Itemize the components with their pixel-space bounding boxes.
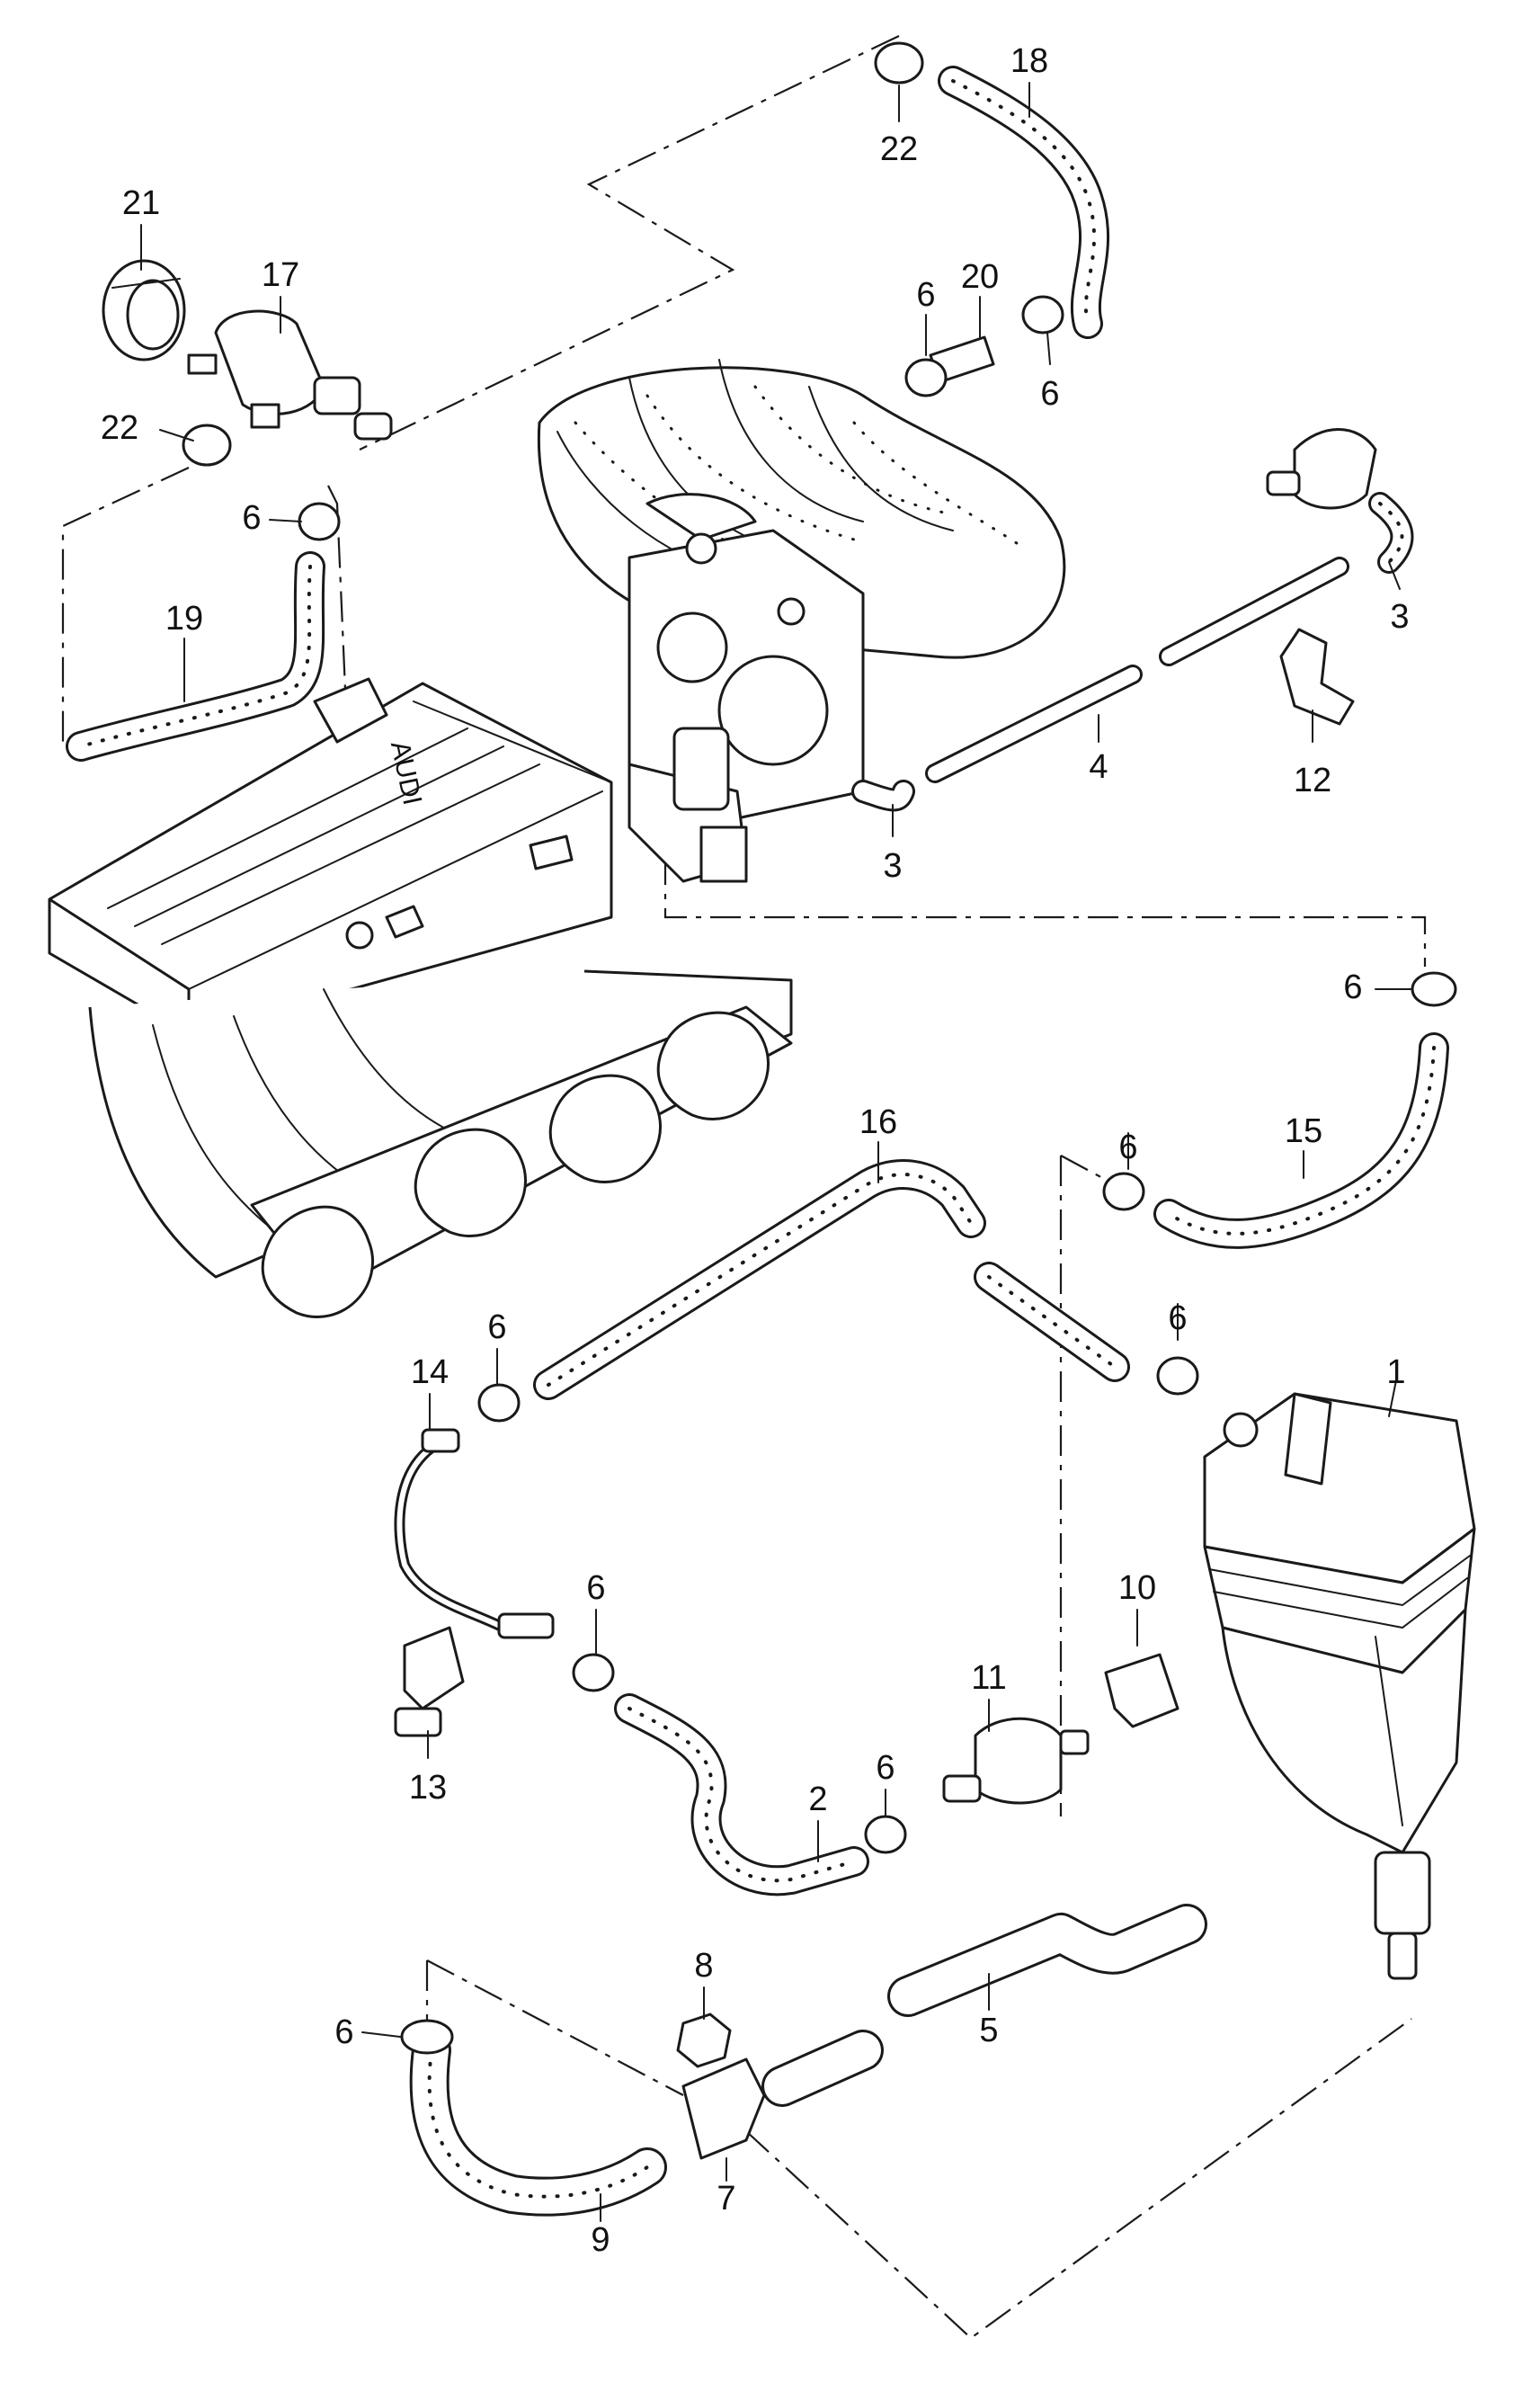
callout-13: 13 (409, 1769, 447, 1807)
callout-1: 1 (1386, 1353, 1405, 1391)
callout-8: 8 (694, 1947, 713, 1985)
clamp-6-d (1411, 971, 1457, 1007)
callout-6-g: 6 (487, 1308, 506, 1346)
vacuum-valve (1293, 428, 1377, 510)
hose-15 (1153, 1032, 1449, 1249)
hose-16 (533, 1159, 1130, 1400)
callout-20: 20 (961, 258, 999, 296)
callout-labels: 21 17 22 22 18 20 6 6 6 19 3 12 4 3 6 6 … (101, 42, 1410, 2259)
callout-15: 15 (1285, 1112, 1322, 1150)
clamp-6-i (864, 1815, 907, 1854)
hose-3-upper (1368, 492, 1414, 574)
callout-10: 10 (1118, 1569, 1156, 1607)
part-11-valve (974, 1717, 1063, 1805)
callout-6-e: 6 (1118, 1129, 1137, 1166)
hose-9 (409, 2030, 667, 2217)
part-13-valve (403, 1626, 465, 1710)
hose-18 (938, 66, 1109, 339)
hose-3-lower (851, 780, 915, 812)
line-14 (394, 1428, 555, 1639)
clamp-6-j (400, 2019, 454, 2055)
clamp-6-a (904, 358, 948, 397)
callout-3-lower: 3 (883, 847, 902, 885)
callout-17: 17 (262, 256, 299, 294)
clamp-22-top (874, 41, 924, 85)
callout-19: 19 (165, 600, 203, 638)
callout-6-c: 6 (242, 499, 261, 537)
callout-12: 12 (1294, 762, 1331, 799)
callout-4: 4 (1089, 748, 1108, 786)
callout-5: 5 (979, 2012, 998, 2049)
hose-2 (614, 1693, 869, 1897)
hose-19 (66, 551, 325, 762)
part-10-bracket (1104, 1653, 1179, 1728)
callout-7: 7 (717, 2180, 735, 2218)
clamp-6-e (1102, 1172, 1145, 1211)
pipe-4 (925, 557, 1349, 783)
clamp-6-b (1021, 295, 1064, 335)
callout-6-a: 6 (916, 276, 935, 314)
callout-6-i: 6 (876, 1749, 895, 1787)
callout-2: 2 (808, 1781, 827, 1818)
callout-9: 9 (591, 2221, 610, 2259)
callout-6-h: 6 (586, 1569, 605, 1607)
hoses (66, 66, 1449, 2217)
clamp-6-g (477, 1383, 521, 1423)
callout-6-b: 6 (1040, 375, 1059, 413)
callout-3-upper: 3 (1390, 598, 1409, 636)
clamp-6-f (1156, 1356, 1199, 1396)
clamp-6-h (572, 1653, 615, 1692)
clamp-22-left (182, 424, 232, 467)
pipe-5 (761, 1904, 1207, 2107)
callout-18: 18 (1010, 42, 1048, 80)
callout-21: 21 (122, 184, 160, 222)
part-17-valve (187, 309, 393, 441)
callout-6-j: 6 (334, 2013, 353, 2051)
throttle-body-assembly (537, 359, 1066, 883)
callout-22-top: 22 (880, 130, 918, 168)
intake-manifold: AUDI (48, 677, 793, 1318)
part-7-clip (681, 2057, 766, 2160)
callout-6-d: 6 (1343, 968, 1362, 1006)
part-8-nut (676, 2013, 732, 2068)
callout-14: 14 (411, 1353, 449, 1391)
clamp-6-c (298, 502, 341, 541)
callout-leaders (140, 82, 1412, 2222)
callout-22-left: 22 (101, 409, 138, 447)
callout-6-f: 6 (1168, 1299, 1187, 1337)
callout-16: 16 (859, 1103, 897, 1141)
callout-11: 11 (971, 1659, 1006, 1697)
small-parts (182, 41, 1457, 2160)
part-21-seal-ring (102, 259, 186, 361)
part-1-charcoal-canister (1203, 1392, 1476, 1980)
part-12-bracket (1279, 628, 1355, 726)
